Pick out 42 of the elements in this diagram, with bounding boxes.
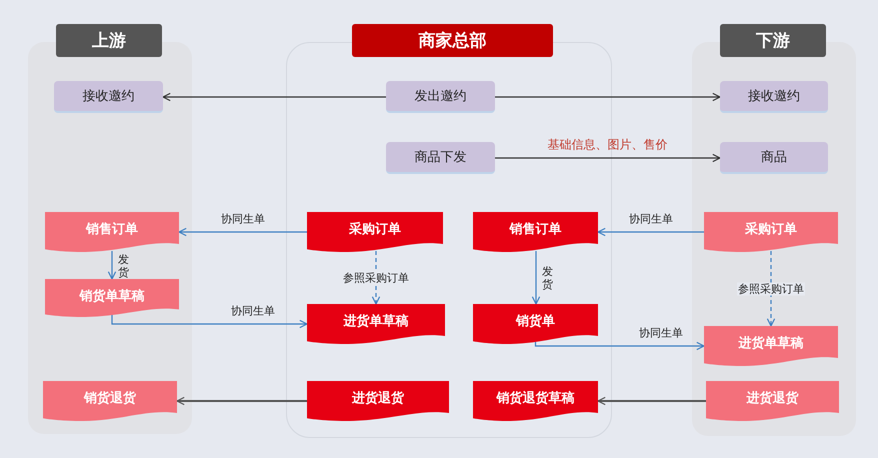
- edge-label: 协同生单: [220, 212, 266, 226]
- arrow: [372, 251, 380, 305]
- arrow: [597, 396, 706, 406]
- header-tab: 上游: [56, 24, 162, 57]
- edge-label: 协同生单: [638, 326, 684, 340]
- document-shape: 采购订单: [704, 212, 838, 252]
- document-shape: 进货单草稿: [704, 326, 838, 366]
- document-shape: 销货单: [473, 304, 598, 344]
- process-box: 商品: [720, 142, 828, 174]
- process-box: 接收邀约: [720, 81, 828, 113]
- arrow: [108, 251, 116, 280]
- arrow: [495, 154, 721, 162]
- document-shape: 销售订单: [473, 212, 598, 252]
- document-shape: 采购订单: [307, 212, 443, 252]
- arrow: [176, 396, 307, 406]
- document-shape: 进货退货: [706, 381, 839, 421]
- document-shape: 销售订单: [45, 212, 179, 252]
- arrow: [178, 228, 307, 236]
- edge-label: 发货: [117, 252, 130, 278]
- arrow: [597, 228, 704, 236]
- arrow: [495, 92, 721, 102]
- edge-label: 基础信息、图片、售价: [546, 138, 668, 152]
- process-box: 接收邀约: [54, 81, 163, 113]
- edge-label: 协同生单: [230, 304, 276, 318]
- edge-label: 协同生单: [628, 212, 674, 226]
- document-shape: 进货退货: [307, 381, 449, 421]
- header-tab: 商家总部: [352, 24, 553, 57]
- process-box: 发出邀约: [386, 81, 495, 113]
- edge-label: 参照采购订单: [342, 272, 410, 284]
- edge-label: 参照采购订单: [737, 282, 805, 296]
- arrow: [111, 315, 308, 328]
- header-tab: 下游: [720, 24, 826, 57]
- document-shape: 销货退货草稿: [473, 381, 598, 421]
- document-shape: 进货单草稿: [307, 304, 445, 344]
- document-shape: 销货退货: [43, 381, 177, 421]
- document-shape: 销货单草稿: [45, 279, 179, 317]
- arrow: [532, 251, 540, 305]
- process-box: 商品下发: [386, 142, 495, 174]
- arrow: [162, 92, 386, 102]
- arrow: [534, 342, 705, 350]
- edge-label: 发货: [541, 265, 554, 291]
- arrow: [766, 251, 776, 327]
